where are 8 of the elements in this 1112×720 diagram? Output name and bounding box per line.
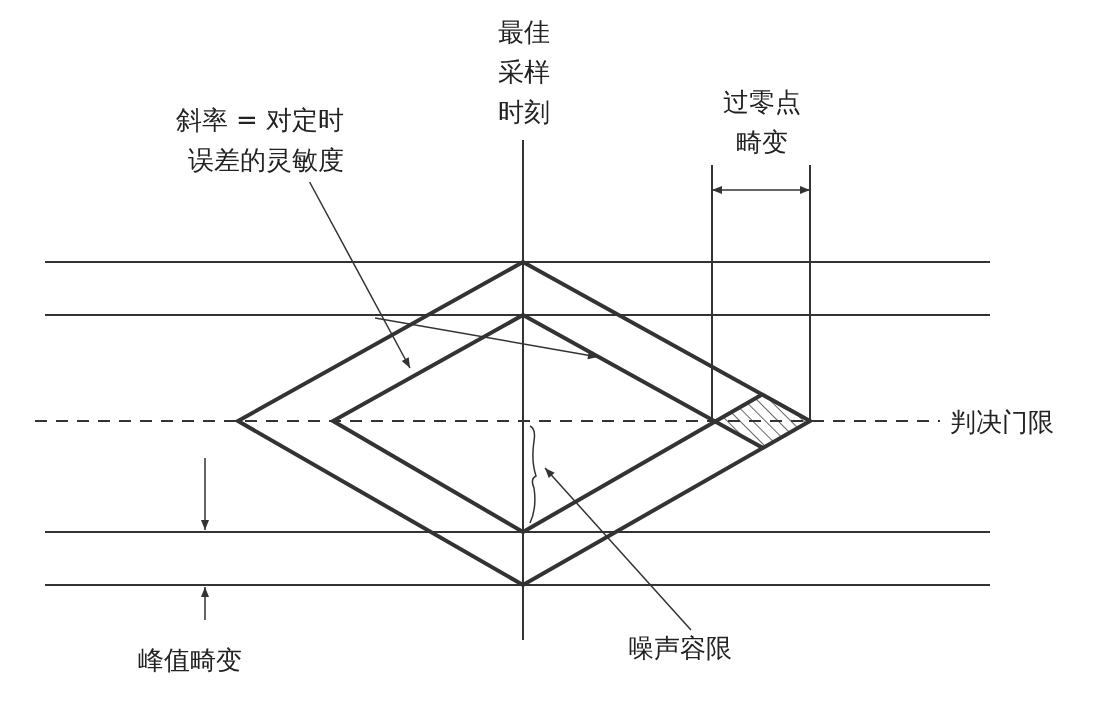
callout-text: 噪声容限	[628, 628, 768, 668]
dimension-label: 峰值畸变	[138, 644, 243, 677]
leader-line	[544, 467, 692, 631]
threshold-label: 判决门限	[950, 406, 1055, 439]
callout-text: 斜率 = 对定时误差的灵敏度	[172, 100, 344, 180]
axis-label: 最佳采样时刻	[498, 16, 550, 129]
leader-line	[308, 181, 411, 369]
dimension-label: 过零点畸变	[722, 86, 802, 159]
